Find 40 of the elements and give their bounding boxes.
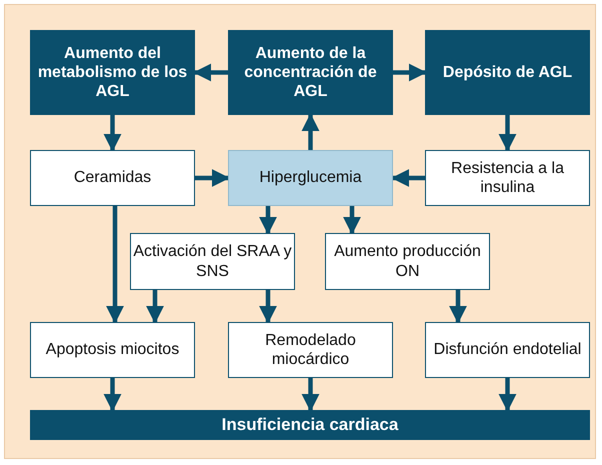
arrow — [302, 113, 320, 150]
process-box — [325, 233, 490, 290]
box-label: Aumento de la concentración de AGL — [243, 44, 378, 102]
process-box — [425, 30, 590, 115]
process-box — [425, 322, 590, 378]
arrow — [146, 290, 164, 324]
arrow — [193, 64, 228, 82]
arrow — [498, 378, 516, 412]
box-label: Insuficiencia cardiaca — [222, 414, 398, 436]
process-box — [30, 150, 195, 206]
arrow — [104, 115, 122, 152]
process-box — [228, 322, 393, 378]
process-box — [30, 30, 195, 115]
arrow — [106, 206, 124, 324]
process-box — [30, 322, 195, 378]
box-label: Depósito de AGL — [442, 62, 572, 82]
arrow — [343, 206, 361, 235]
box-label: Resistencia a la insulina — [450, 158, 565, 198]
arrow — [104, 378, 122, 412]
arrow — [195, 169, 230, 187]
process-box — [228, 150, 393, 206]
outcome-bar — [30, 410, 590, 440]
box-label: Activación del SRAA y SNS — [132, 242, 293, 281]
process-box — [228, 30, 393, 115]
process-box — [425, 150, 590, 206]
box-label: Apoptosis miocitos — [46, 340, 180, 360]
arrow — [302, 378, 320, 412]
box-label: Aumento producción ON — [333, 242, 482, 281]
arrow — [391, 169, 425, 187]
process-box — [130, 233, 295, 290]
box-label: Aumento del metabolismo de los AGL — [36, 44, 188, 102]
arrow — [259, 290, 277, 324]
box-label: Ceramidas — [74, 168, 152, 188]
box-label: Disfunción endotelial — [434, 340, 582, 360]
arrow — [449, 290, 467, 324]
arrow — [393, 64, 427, 82]
box-label: Remodelado miocárdico — [264, 330, 357, 370]
box-label: Hiperglucemia — [259, 168, 362, 188]
arrow — [259, 206, 277, 235]
arrow — [498, 115, 516, 152]
